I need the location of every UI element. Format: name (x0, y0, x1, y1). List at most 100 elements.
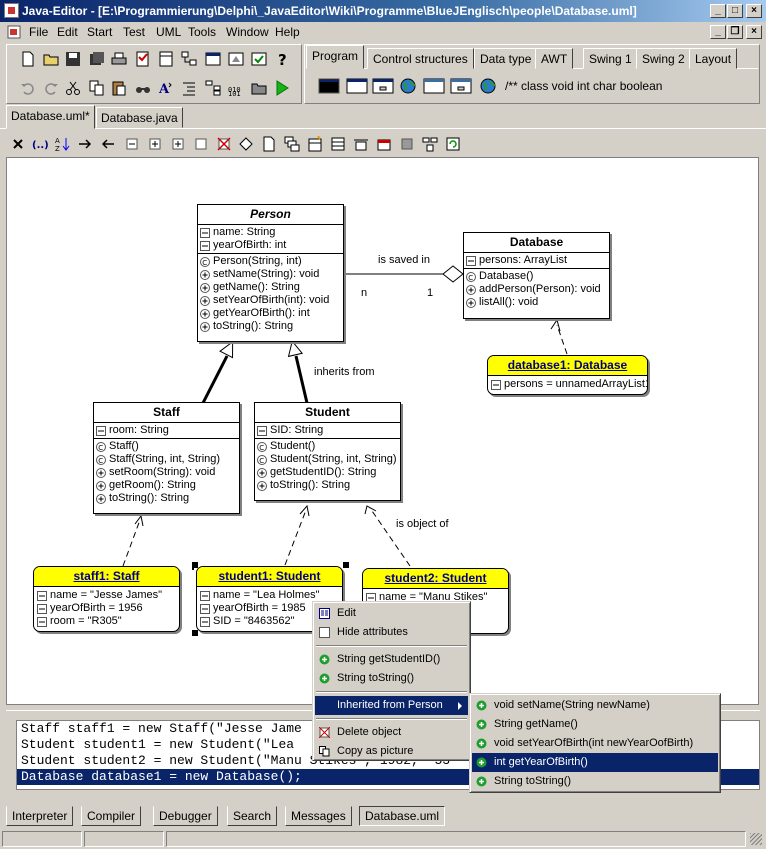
menu-item-delete-object[interactable]: Delete object (315, 723, 468, 742)
tab-search[interactable]: Search (227, 806, 278, 826)
find-icon[interactable] (135, 80, 151, 96)
tab-awt[interactable]: AWT (535, 48, 574, 69)
submenu-item-get-year-of-birth[interactable]: int getYearOfBirth() (472, 753, 718, 772)
jdialog-icon[interactable] (450, 78, 472, 94)
file-tab-database-java[interactable]: Database.java (96, 107, 183, 128)
tab-compiler[interactable]: Compiler (81, 806, 142, 826)
tab-messages[interactable]: Messages (285, 806, 352, 826)
method-row[interactable]: addPerson(Person): void (466, 283, 607, 296)
method-row[interactable]: setYearOfBirth(int): void (200, 294, 341, 307)
delete-class-icon[interactable] (216, 136, 232, 152)
menu-edit[interactable]: Edit (57, 25, 78, 39)
field-row[interactable]: name = "Lea Holmes" (200, 589, 339, 602)
table-icon[interactable] (330, 136, 346, 152)
arrow-left-icon[interactable] (100, 136, 116, 152)
attribute-row[interactable]: SID: String (257, 424, 398, 437)
menu-file[interactable]: File (29, 25, 49, 39)
submenu-item-to-string[interactable]: String toString() (472, 772, 718, 791)
indent-icon[interactable] (181, 80, 197, 96)
method-row[interactable]: getRoom(): String (96, 479, 237, 492)
redo-icon[interactable] (43, 80, 59, 96)
font-icon[interactable]: A (158, 80, 174, 96)
console-app-icon[interactable] (318, 78, 340, 94)
red-box-icon[interactable] (376, 136, 392, 152)
tab-database-uml[interactable]: Database.uml (359, 806, 446, 826)
attribute-row[interactable]: name: String (200, 226, 341, 239)
menu-item-edit[interactable]: Edit (315, 604, 468, 623)
field-row[interactable]: persons = unnamedArrayList1 (491, 378, 647, 391)
maximize-button[interactable]: □ (727, 4, 743, 18)
tab-layout[interactable]: Layout (689, 48, 738, 69)
resize-grip[interactable] (750, 833, 762, 845)
structure-icon[interactable] (181, 51, 197, 67)
box-icon[interactable] (193, 136, 209, 152)
new-page-icon[interactable] (261, 136, 277, 152)
print-icon[interactable] (111, 51, 127, 67)
arrow-right-icon[interactable] (77, 136, 93, 152)
save-all-icon[interactable] (89, 51, 105, 67)
app-icon[interactable] (4, 3, 19, 18)
dialog-icon[interactable] (251, 51, 267, 67)
applet-icon[interactable] (228, 51, 244, 67)
mdi-close-button[interactable]: × (746, 25, 762, 39)
comment-icon[interactable] (353, 136, 369, 152)
layers-icon[interactable] (284, 136, 300, 152)
selection-handle[interactable] (192, 630, 198, 636)
minimize-button[interactable]: _ (710, 4, 726, 18)
menu-uml[interactable]: UML (156, 25, 182, 39)
field-row[interactable]: name = "Jesse James" (37, 589, 176, 602)
method-row[interactable]: toString(): String (200, 320, 341, 333)
method-row[interactable]: setName(String): void (200, 268, 341, 281)
method-row[interactable]: toString(): String (257, 479, 398, 492)
close-diagram-icon[interactable] (10, 136, 26, 152)
menu-start[interactable]: Start (87, 25, 113, 39)
method-row[interactable]: getStudentID(): String (257, 466, 398, 479)
parameter-icon[interactable]: (..) (32, 136, 48, 152)
dialog-app-icon[interactable] (372, 78, 394, 94)
attribute-row[interactable]: room: String (96, 424, 237, 437)
tab-swing-1[interactable]: Swing 1 (583, 48, 638, 69)
gray-box-icon[interactable] (399, 136, 415, 152)
cut-icon[interactable] (65, 80, 81, 96)
tab-program[interactable]: Program (306, 45, 365, 69)
method-row[interactable]: listAll(): void (466, 296, 607, 309)
refresh-icon[interactable] (445, 136, 461, 152)
mdi-restore-button[interactable]: ❐ (727, 25, 743, 39)
method-row[interactable]: getName(): String (200, 281, 341, 294)
open-file-icon[interactable] (43, 51, 59, 67)
package-icon[interactable] (422, 136, 438, 152)
tab-debugger[interactable]: Debugger (153, 806, 218, 826)
save-icon[interactable] (65, 51, 81, 67)
frame-icon[interactable] (205, 51, 221, 67)
attribute-row[interactable]: yearOfBirth: int (200, 239, 341, 252)
help-icon[interactable]: ? (274, 51, 290, 67)
menu-item-get-student-id[interactable]: String getStudentID() (315, 650, 468, 669)
test-icon[interactable] (135, 51, 151, 67)
tab-data-type[interactable]: Data type (474, 48, 538, 69)
title-bar[interactable]: Java-Editor - [E:\Programmierung\Delphi\… (0, 0, 766, 22)
object-staff1[interactable]: staff1: Staff name = "Jesse James" yearO… (33, 566, 180, 632)
expand-icon[interactable] (170, 136, 186, 152)
tree-icon[interactable] (205, 80, 221, 96)
applet-globe-icon[interactable] (398, 78, 418, 94)
method-row[interactable]: setRoom(String): void (96, 466, 237, 479)
tab-swing-2[interactable]: Swing 2 (636, 48, 691, 69)
new-file-icon[interactable] (20, 51, 36, 67)
submenu-item-set-name[interactable]: void setName(String newName) (472, 696, 718, 715)
japplet-globe-icon[interactable] (478, 78, 498, 94)
window-app-icon[interactable] (346, 78, 368, 94)
tab-control-structures[interactable]: Control structures (367, 48, 474, 69)
collapse-icon[interactable] (124, 136, 140, 152)
menu-test[interactable]: Test (123, 25, 146, 39)
